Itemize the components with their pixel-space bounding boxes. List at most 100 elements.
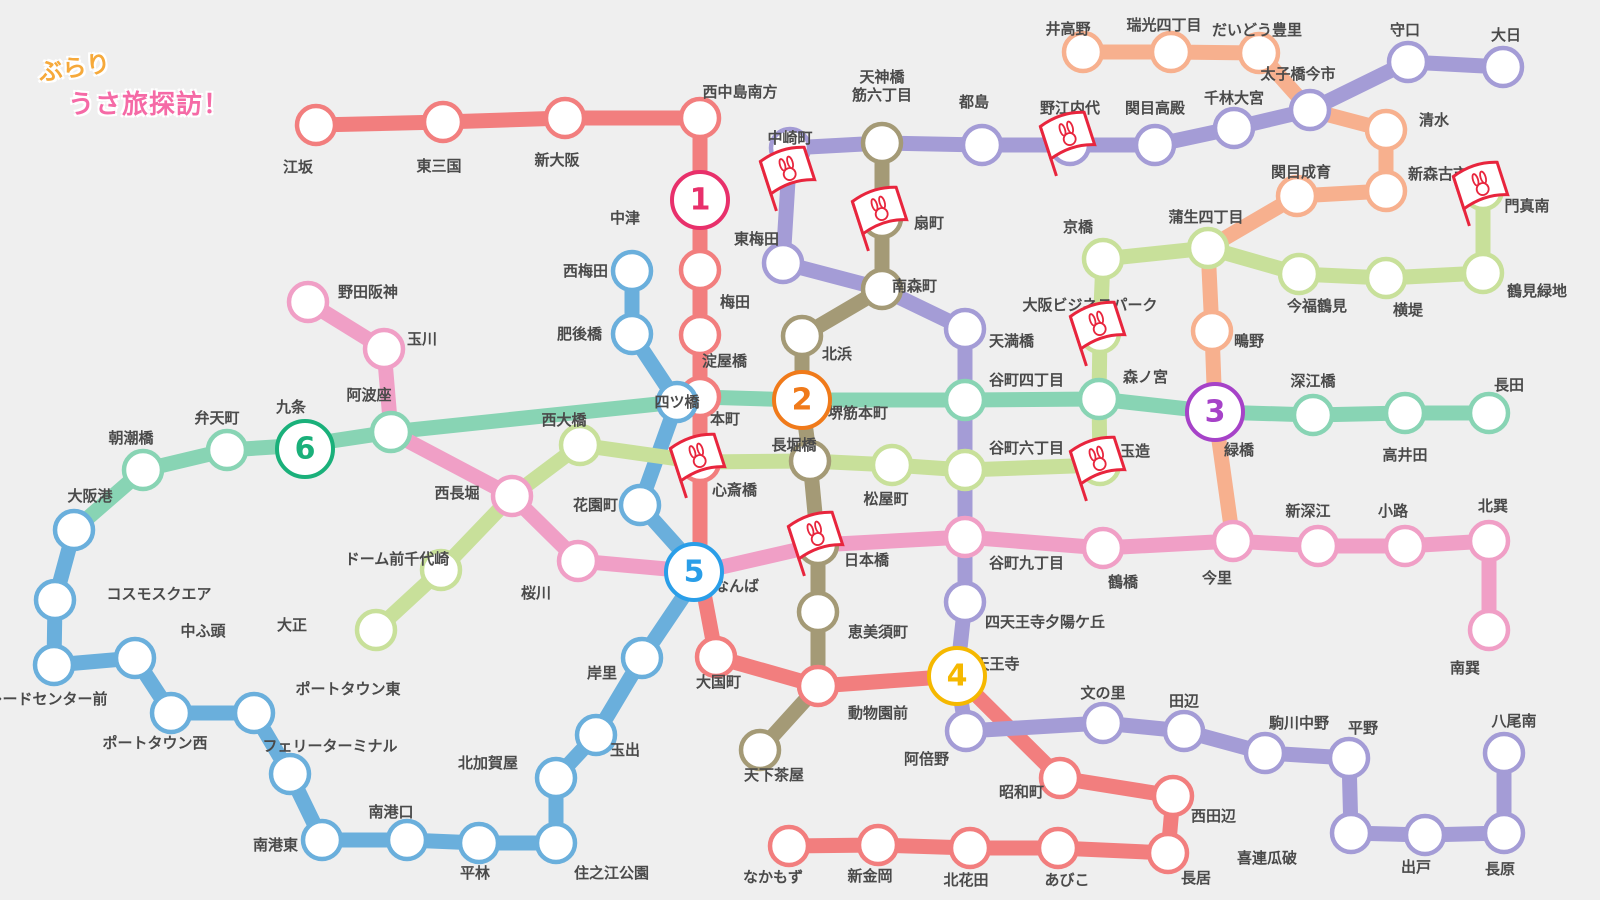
station-marker[interactable]: [678, 96, 722, 140]
station-marker[interactable]: [1275, 174, 1319, 218]
station-marker[interactable]: [944, 709, 988, 753]
station-marker[interactable]: [113, 636, 157, 680]
station-marker[interactable]: [1364, 256, 1408, 300]
station-marker[interactable]: [1081, 237, 1125, 281]
station-marker[interactable]: [1243, 731, 1287, 775]
station-marker[interactable]: [856, 823, 900, 867]
rabbit-flag-icon[interactable]: [1451, 158, 1513, 227]
station-marker[interactable]: [870, 443, 914, 487]
station-marker[interactable]: [780, 314, 824, 358]
rabbit-flag-icon[interactable]: [1038, 108, 1100, 177]
station-marker[interactable]: [205, 428, 249, 472]
station-marker[interactable]: [1162, 709, 1206, 753]
station-marker[interactable]: [948, 826, 992, 870]
station-marker[interactable]: [1081, 701, 1125, 745]
station-marker[interactable]: [1133, 123, 1177, 167]
station-marker[interactable]: [1291, 393, 1335, 437]
station-marker[interactable]: [1383, 391, 1427, 435]
station-marker[interactable]: [1403, 813, 1447, 857]
station-marker[interactable]: [1036, 826, 1080, 870]
station-marker[interactable]: [1288, 88, 1332, 132]
station-marker[interactable]: [457, 821, 501, 865]
rabbit-flag-icon[interactable]: [1068, 298, 1130, 367]
station-marker[interactable]: [860, 267, 904, 311]
station-marker[interactable]: [761, 241, 805, 285]
station-marker[interactable]: [1212, 106, 1256, 150]
station-marker[interactable]: [369, 410, 413, 454]
station-marker[interactable]: [490, 474, 534, 518]
station-marker[interactable]: [943, 580, 987, 624]
station-marker[interactable]: [655, 380, 699, 424]
station-marker[interactable]: [1482, 811, 1526, 855]
station-marker[interactable]: [419, 548, 463, 592]
station-marker[interactable]: [1149, 30, 1193, 74]
station-marker[interactable]: [1467, 391, 1511, 435]
station-marker[interactable]: [1277, 252, 1321, 296]
station-marker[interactable]: [1482, 731, 1526, 775]
station-marker[interactable]: [286, 280, 330, 324]
station-marker[interactable]: [767, 824, 811, 868]
station-marker[interactable]: [1077, 377, 1121, 421]
station-marker[interactable]: [1327, 736, 1371, 780]
station-marker[interactable]: [1237, 31, 1281, 75]
station-marker[interactable]: [943, 448, 987, 492]
station-marker[interactable]: [534, 821, 578, 865]
station-marker[interactable]: [232, 691, 276, 735]
station-marker[interactable]: [1481, 45, 1525, 89]
station-marker[interactable]: [149, 691, 193, 735]
station-marker[interactable]: [1061, 30, 1105, 74]
station-marker[interactable]: [1146, 831, 1190, 875]
station-marker[interactable]: [620, 636, 664, 680]
station-marker[interactable]: [943, 378, 987, 422]
station-marker[interactable]: [421, 100, 465, 144]
station-marker[interactable]: [943, 515, 987, 559]
station-marker[interactable]: [354, 608, 398, 652]
station-marker[interactable]: [268, 752, 312, 796]
station-marker[interactable]: [1329, 811, 1373, 855]
station-marker[interactable]: [534, 756, 578, 800]
station-marker[interactable]: [294, 103, 338, 147]
station-marker[interactable]: [678, 248, 722, 292]
station-marker[interactable]: [796, 590, 840, 634]
station-marker[interactable]: [796, 664, 840, 708]
station-marker[interactable]: [1386, 40, 1430, 84]
station-marker[interactable]: [694, 635, 738, 679]
station-marker[interactable]: [618, 483, 662, 527]
rabbit-flag-icon[interactable]: [1068, 433, 1130, 502]
rabbit-flag-icon[interactable]: [758, 143, 820, 212]
station-marker[interactable]: [1190, 309, 1234, 353]
station-marker[interactable]: [1467, 519, 1511, 563]
station-marker[interactable]: [121, 448, 165, 492]
station-marker[interactable]: [1151, 774, 1195, 818]
station-marker[interactable]: [1186, 226, 1230, 270]
rabbit-flag-icon[interactable]: [850, 183, 912, 252]
station-marker[interactable]: [362, 327, 406, 371]
station-marker[interactable]: [556, 539, 600, 583]
station-marker[interactable]: [1038, 756, 1082, 800]
station-marker[interactable]: [610, 249, 654, 293]
station-marker[interactable]: [1383, 524, 1427, 568]
station-marker[interactable]: [52, 508, 96, 552]
station-marker[interactable]: [1081, 526, 1125, 570]
station-marker[interactable]: [943, 307, 987, 351]
station-marker[interactable]: [860, 121, 904, 165]
station-marker[interactable]: [1296, 524, 1340, 568]
station-marker[interactable]: [738, 728, 782, 772]
station-marker[interactable]: [1364, 169, 1408, 213]
station-marker[interactable]: [385, 818, 429, 862]
station-marker[interactable]: [788, 439, 832, 483]
station-marker[interactable]: [558, 423, 602, 467]
station-marker[interactable]: [610, 312, 654, 356]
station-marker[interactable]: [543, 96, 587, 140]
station-marker[interactable]: [574, 713, 618, 757]
station-marker[interactable]: [960, 123, 1004, 167]
station-marker[interactable]: [1467, 608, 1511, 652]
station-marker[interactable]: [32, 643, 76, 687]
station-marker[interactable]: [300, 818, 344, 862]
station-marker[interactable]: [678, 313, 722, 357]
station-marker[interactable]: [1461, 251, 1505, 295]
station-marker[interactable]: [1211, 519, 1255, 563]
rabbit-flag-icon[interactable]: [786, 508, 848, 577]
station-marker[interactable]: [33, 578, 77, 622]
